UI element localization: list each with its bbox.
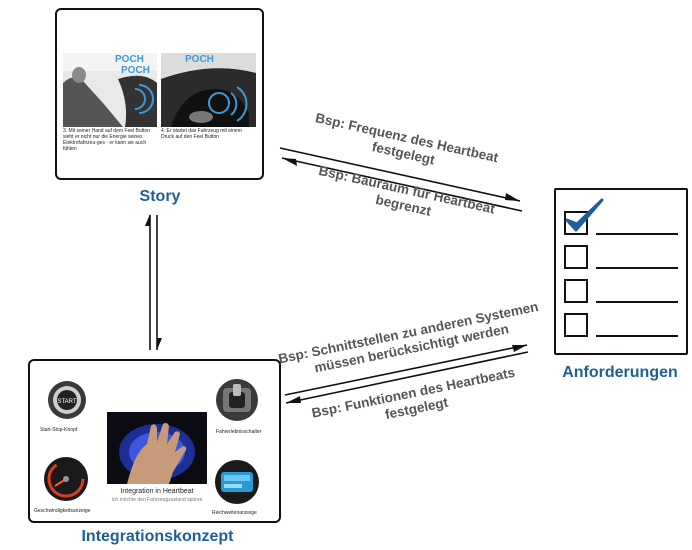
story-panel-2-sound: POCH <box>185 54 214 65</box>
concept-label: Integrationskonzept <box>81 528 234 545</box>
story-panel-2-caption: 4. Er startet das Fahrzeug mit einem Dru… <box>161 128 242 140</box>
gear-selector-image <box>216 379 258 421</box>
svg-text:START: START <box>57 399 76 405</box>
arrow-concept-to-req <box>284 344 528 396</box>
start-stop-image: START <box>48 381 86 419</box>
checkmark-icon <box>565 198 604 232</box>
start-stop-caption: Start-Stop-Knopf <box>40 427 78 433</box>
concept-box[interactable]: START Start-Stop-Knopf Fahrerlebnisschal… <box>28 359 281 523</box>
story-box[interactable]: POCH POCH 3. Mit seiner Hand auf dem Fee… <box>55 8 264 180</box>
center-subtitle: Ich möchte den Fahrzeugzustand spüren <box>111 497 203 503</box>
range-display-caption: Reichweitenanzeige <box>212 510 257 516</box>
range-display-image <box>215 460 259 504</box>
story-panel-1-caption: 3. Mit seiner Hand auf dem Feel Button s… <box>63 128 150 152</box>
story-panel-1-sound-top: POCH <box>115 54 144 65</box>
story-panel-2-image <box>161 53 256 127</box>
requirements-box[interactable] <box>554 188 688 355</box>
story-panel-1-sound-bottom: POCH <box>121 65 150 76</box>
checklist-icon <box>564 198 678 337</box>
center-title: Integration in Heartbeat <box>120 488 194 495</box>
arrow-req-to-concept <box>285 351 529 404</box>
story-label: Story <box>139 188 181 205</box>
arrow-story-to-req <box>279 147 521 202</box>
speedometer-caption: Geschwindigkeitsanzeige <box>34 508 91 514</box>
requirements-label: Anforderungen <box>562 364 678 381</box>
story-panel-1-image <box>63 53 157 127</box>
heartbeat-hand-image <box>107 412 207 484</box>
speedometer-image <box>44 457 88 501</box>
arrow-req-to-story <box>281 157 523 212</box>
gear-selector-caption: Fahrerlebnisschalter <box>216 429 262 435</box>
